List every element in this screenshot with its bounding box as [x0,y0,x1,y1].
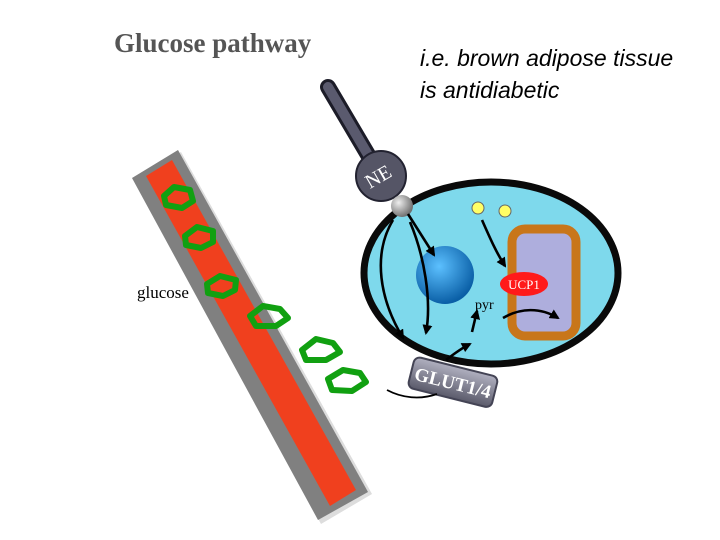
glut-tail [386,389,438,399]
glucose-molecule [325,367,369,394]
glucose-molecule [182,224,216,251]
annotation-line-1: i.e. brown adipose tissue [420,45,674,71]
uptake-arrow [470,309,481,333]
yellow-particle [498,204,512,218]
yellow-particle [471,201,485,215]
diagram-title: Glucose pathway [114,28,312,58]
ucp1-label: UCP1 [508,277,540,292]
signal-arrow [408,221,433,335]
signal-arrow [480,219,507,268]
annotation-text: i.e. brown adipose tissue is antidiabeti… [420,42,673,106]
glut-transporter [407,356,499,408]
signal-arrow [379,219,405,340]
pyr-label: pyr [475,298,494,313]
receptor-ball [391,195,413,217]
glut-arrow [445,342,472,362]
pyr-arrow [502,308,560,320]
ucp1-protein [500,272,548,296]
signal-arrow [406,213,436,257]
nucleus [416,246,474,304]
blood-vessel [146,160,356,506]
annotation-line-2: is antidiabetic [420,77,560,103]
glucose-molecule [299,336,343,363]
glucose-molecule [247,303,291,329]
glucose-molecule [204,273,239,299]
ne-receptor [355,150,407,202]
glucose-molecule [161,184,196,211]
glucose-label: glucose [137,283,189,302]
